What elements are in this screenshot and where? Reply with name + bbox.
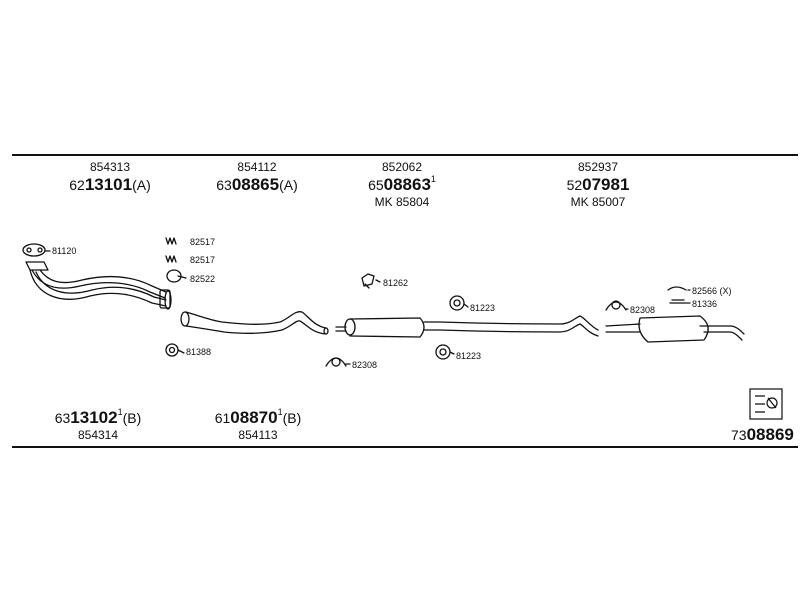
part-code-rear-silencer: 5207981 — [566, 175, 630, 194]
ref-number-854112: 854112 — [237, 160, 277, 174]
clamp-icon — [361, 273, 375, 289]
catalog-number: 7308869 — [731, 425, 794, 444]
bracket-icon — [165, 237, 177, 263]
sealing-ring-icon — [435, 295, 465, 360]
intermediate-pipe-drawing — [180, 311, 329, 335]
ref-number-854313: 854313 — [89, 160, 131, 174]
rear-silencer-drawing — [605, 315, 745, 343]
part-label-81223-b: 81223 — [456, 351, 482, 361]
sealing-ring-icon — [165, 343, 179, 357]
front-pipe-drawing — [25, 261, 172, 310]
mk-number-85804: MK 85804 — [374, 195, 430, 209]
part-code-front-pipe-b: 63131021(B) — [54, 407, 142, 427]
ref-number-852937: 852937 — [577, 160, 619, 174]
part-label-82517-a: 82517 — [190, 237, 216, 247]
ref-number-854314: 854314 — [77, 428, 119, 442]
clamp-icon — [667, 286, 687, 304]
ref-number-854113: 854113 — [238, 428, 278, 442]
mk-number-85007: MK 85007 — [570, 195, 626, 209]
ref-number-852062: 852062 — [381, 160, 423, 174]
part-code-intermediate-pipe-b: 61088701(B) — [214, 407, 302, 427]
rubber-mount-icon — [166, 269, 182, 283]
part-label-81120: 81120 — [52, 246, 77, 256]
top-divider — [12, 154, 798, 156]
rubber-hanger-icon — [325, 300, 627, 367]
part-label-81262: 81262 — [383, 278, 409, 288]
part-label-82522: 82522 — [190, 274, 216, 284]
part-label-81223-a: 81223 — [470, 303, 496, 313]
part-label-81336: 81336 — [692, 299, 718, 309]
bottom-divider — [12, 446, 798, 448]
middle-silencer-drawing — [335, 315, 599, 338]
part-label-82517-b: 82517 — [190, 255, 216, 265]
part-code-middle-silencer: 65088631 — [368, 174, 436, 194]
part-label-82308-b: 82308 — [630, 305, 656, 315]
part-label-82308-a: 82308 — [352, 360, 378, 370]
catalog-icon — [749, 388, 783, 420]
part-label-82566: 82566 (X) — [692, 286, 732, 296]
part-label-81388: 81388 — [186, 347, 212, 357]
part-code-front-pipe: 6213101(A) — [69, 175, 151, 194]
part-code-intermediate-pipe: 6308865(A) — [216, 175, 298, 194]
gasket-icon — [22, 243, 46, 257]
